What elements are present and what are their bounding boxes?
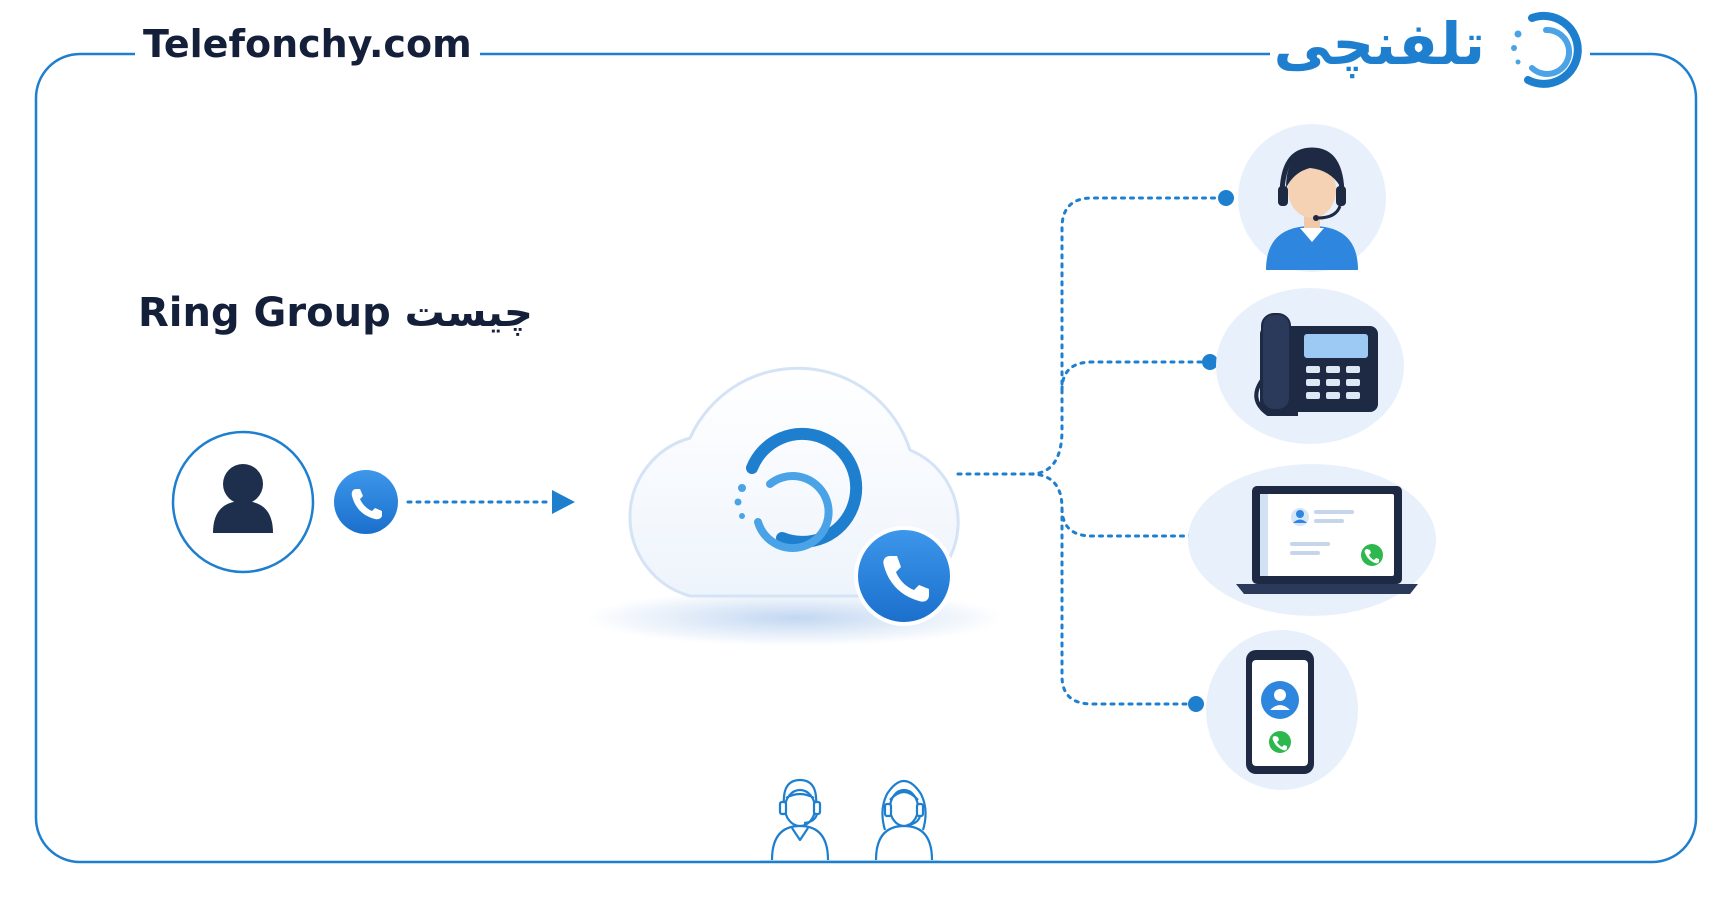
mobile-phone-icon xyxy=(1246,650,1314,774)
telefonchy-logo-icon xyxy=(1511,11,1582,88)
male-agent-icon xyxy=(770,778,830,861)
phone-icon xyxy=(351,489,382,520)
phone-icon xyxy=(883,556,929,602)
brand-name: تلفنچی xyxy=(1273,10,1485,78)
call-center-agent-icon xyxy=(1266,147,1358,270)
caller-node xyxy=(171,430,315,574)
endpoint-laptop xyxy=(1188,464,1436,616)
cloud-hub xyxy=(585,366,1005,646)
desk-phone-icon xyxy=(1254,313,1378,416)
brand-logo: تلفنچی xyxy=(1270,4,1590,94)
caller-phone-badge xyxy=(334,470,398,534)
laptop-softphone-icon xyxy=(1236,486,1418,594)
diagram-title: Ring Group چیست xyxy=(138,290,533,336)
connector-dot xyxy=(1218,190,1234,206)
user-icon xyxy=(213,464,273,533)
distribution-connectors xyxy=(956,196,1224,706)
connector-dot xyxy=(1202,354,1218,370)
hub-phone-badge xyxy=(854,526,954,626)
arrow-head-icon xyxy=(552,490,575,514)
site-name: Telefonchy.com xyxy=(135,22,480,66)
connector-dot xyxy=(1188,696,1204,712)
endpoint-agent xyxy=(1238,124,1386,272)
telefonchy-logo-icon xyxy=(734,427,863,552)
endpoint-desk-phone xyxy=(1216,288,1404,444)
female-agent-icon xyxy=(874,779,934,861)
endpoint-mobile xyxy=(1206,630,1358,790)
